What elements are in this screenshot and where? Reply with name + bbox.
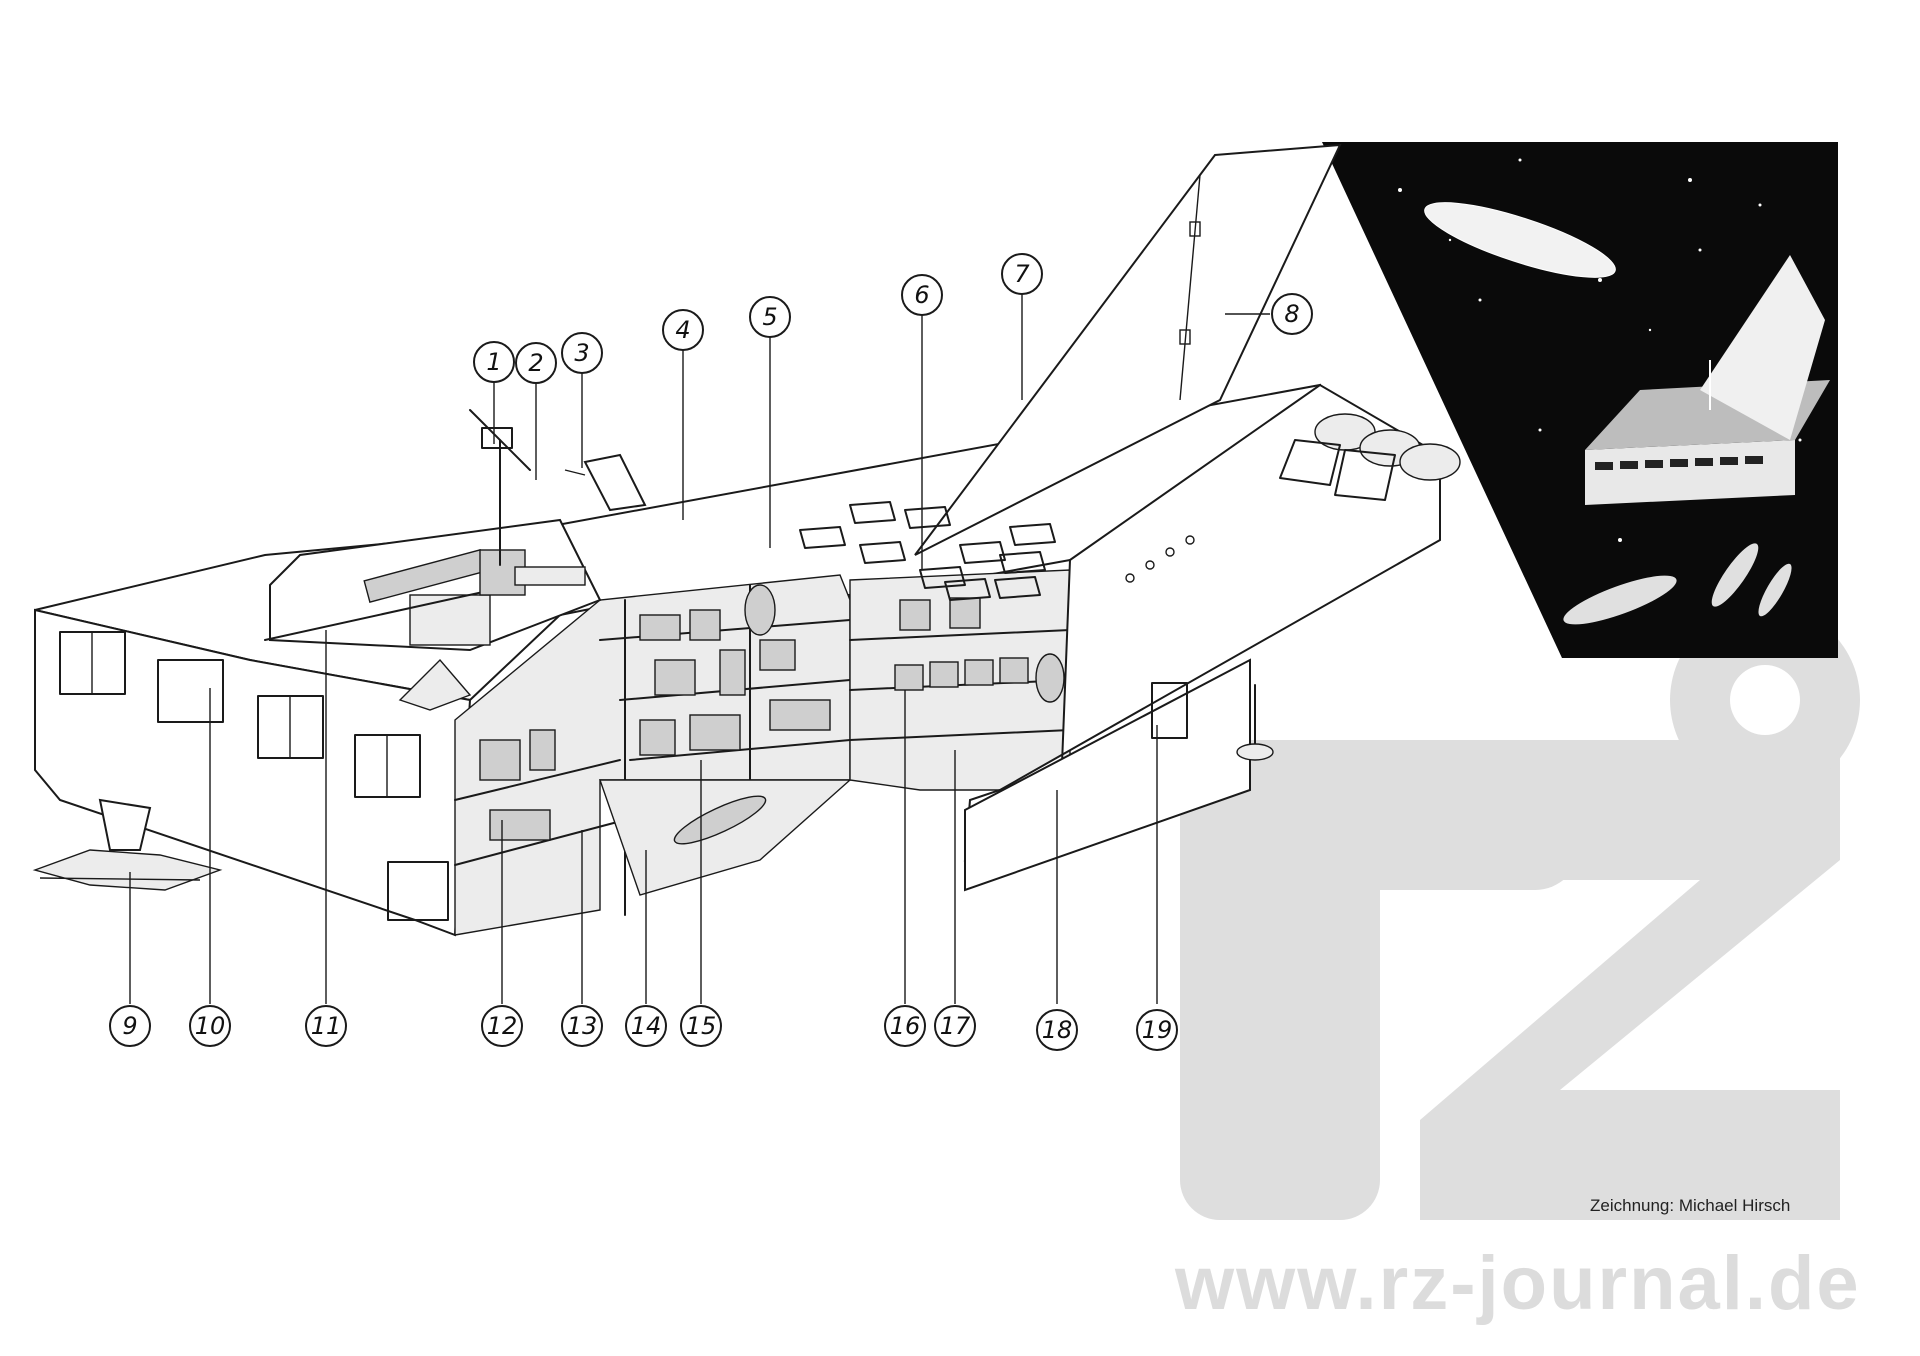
callout-3: 3 [561, 332, 603, 374]
callout-6: 6 [901, 274, 943, 316]
space-inset-panel [1322, 142, 1838, 658]
callout-1: 1 [473, 341, 515, 383]
callout-18: 18 [1036, 1009, 1078, 1051]
watermark-url: www.rz-journal.de [1175, 1241, 1861, 1326]
callout-12-label: 12 [487, 1012, 518, 1040]
callout-16: 16 [884, 1005, 926, 1047]
callout-15: 15 [680, 1005, 722, 1047]
callout-14-label: 14 [631, 1012, 662, 1040]
callout-18-label: 18 [1042, 1016, 1073, 1044]
callout-16-label: 16 [890, 1012, 921, 1040]
callout-11-label: 11 [311, 1012, 342, 1040]
callout-4-label: 4 [675, 316, 690, 344]
station-cutaway-drawing [32, 143, 1461, 937]
callout-9: 9 [109, 1005, 151, 1047]
artist-credit: Zeichnung: Michael Hirsch [1590, 1196, 1791, 1215]
callout-3-label: 3 [574, 339, 589, 367]
callout-2-label: 2 [528, 349, 543, 377]
callout-19: 19 [1136, 1009, 1178, 1051]
watermark-logo [1180, 605, 1860, 1220]
callout-19-label: 19 [1142, 1016, 1173, 1044]
callout-8: 8 [1271, 293, 1313, 335]
callout-11: 11 [305, 1005, 347, 1047]
callout-14: 14 [625, 1005, 667, 1047]
callout-6-label: 6 [914, 281, 929, 309]
callout-4: 4 [662, 309, 704, 351]
callout-17-label: 17 [940, 1012, 971, 1040]
callout-13: 13 [561, 1005, 603, 1047]
leader-lines [129, 294, 1270, 1004]
callout-5: 5 [749, 296, 791, 338]
callout-7-label: 7 [1014, 260, 1030, 288]
callout-10: 10 [189, 1005, 231, 1047]
callout-7: 7 [1001, 253, 1043, 295]
callout-1-label: 1 [486, 348, 501, 376]
callout-9-label: 9 [122, 1012, 137, 1040]
callout-13-label: 13 [567, 1012, 598, 1040]
callout-5-label: 5 [762, 303, 777, 331]
callout-2: 2 [515, 342, 557, 384]
callout-15-label: 15 [686, 1012, 717, 1040]
callout-17: 17 [934, 1005, 976, 1047]
callout-8-label: 8 [1284, 300, 1299, 328]
callout-10-label: 10 [195, 1012, 226, 1040]
callout-12: 12 [481, 1005, 523, 1047]
